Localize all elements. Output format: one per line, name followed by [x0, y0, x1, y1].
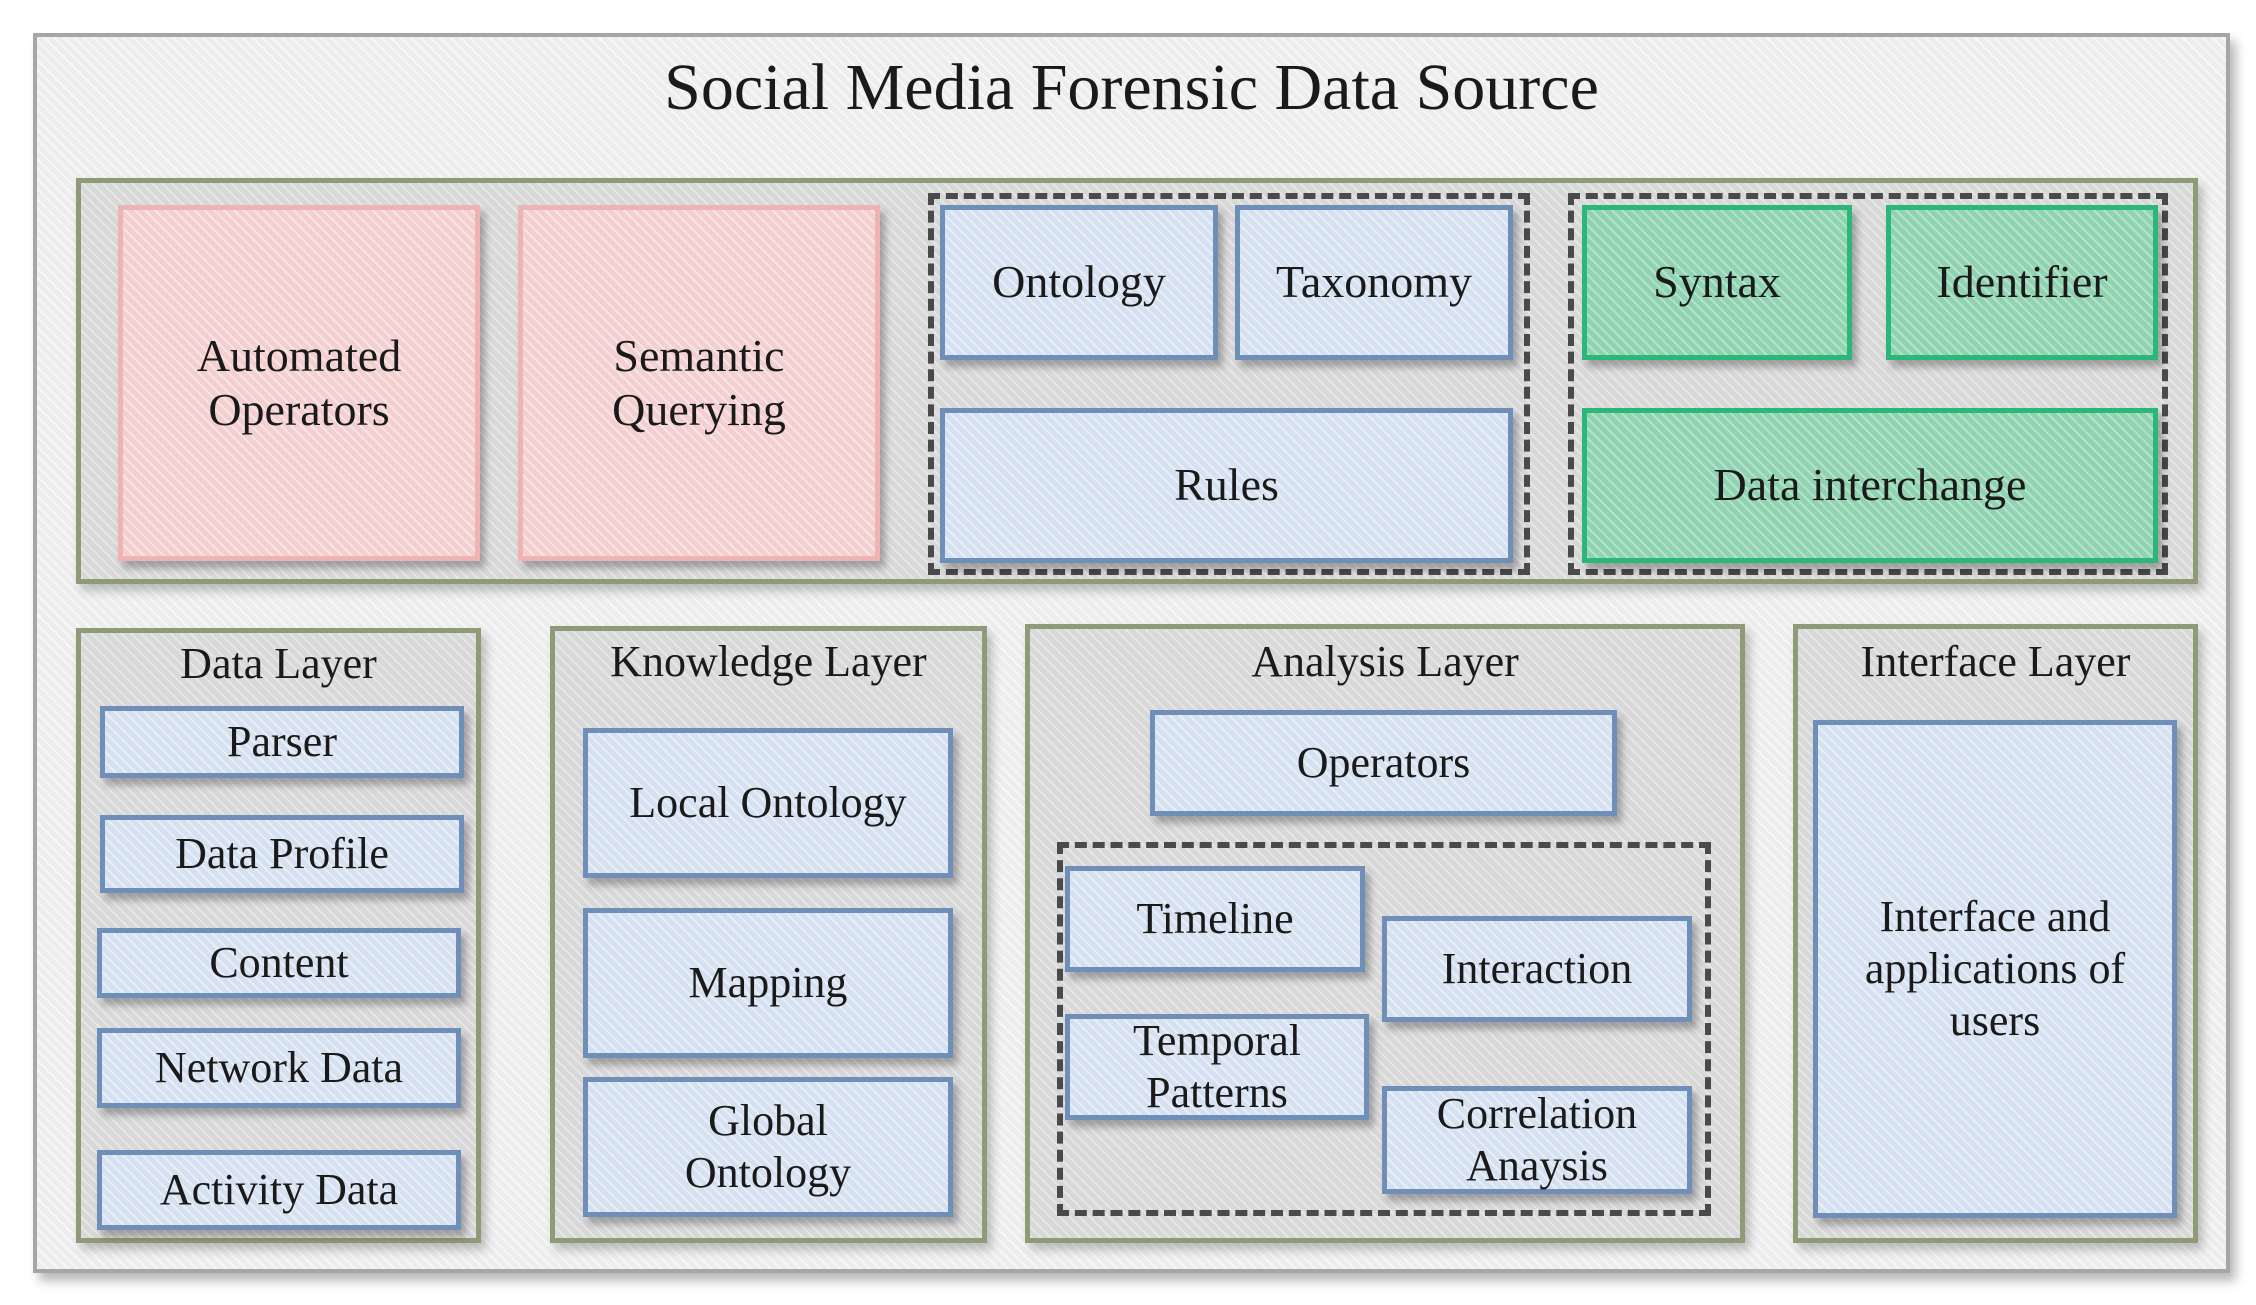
timeline-box: Timeline: [1065, 866, 1365, 972]
knowledge-layer-title: Knowledge Layer: [610, 637, 927, 686]
format-dashed-group: [1568, 193, 2168, 575]
semantic-querying-box: Semantic Querying: [518, 205, 880, 561]
rules-box: Rules: [940, 408, 1513, 563]
mapping-box: Mapping: [583, 908, 953, 1058]
correlation-analysis-box: Correlation Anaysis: [1382, 1086, 1692, 1194]
identifier-box: Identifier: [1886, 205, 2158, 360]
network-data-box: Network Data: [97, 1028, 461, 1108]
global-ontology-box: Global Ontology: [583, 1077, 953, 1217]
interface-layer-title: Interface Layer: [1860, 637, 2131, 686]
interface-applications-box: Interface and applications of users: [1813, 720, 2177, 1218]
content-box: Content: [97, 928, 461, 998]
local-ontology-box: Local Ontology: [583, 728, 953, 878]
parser-box: Parser: [100, 706, 464, 778]
activity-data-box: Activity Data: [97, 1150, 461, 1230]
data-interchange-box: Data interchange: [1582, 408, 2158, 563]
interaction-box: Interaction: [1382, 916, 1692, 1022]
data-layer-title: Data Layer: [180, 639, 377, 688]
operators-box: Operators: [1150, 710, 1617, 816]
analysis-layer-title: Analysis Layer: [1251, 637, 1519, 686]
syntax-box: Syntax: [1582, 205, 1852, 360]
diagram-title: Social Media Forensic Data Source: [664, 51, 1599, 124]
taxonomy-box: Taxonomy: [1235, 205, 1513, 360]
temporal-patterns-box: Temporal Patterns: [1065, 1014, 1369, 1120]
ontology-box: Ontology: [940, 205, 1218, 360]
automated-operators-box: Automated Operators: [118, 205, 480, 561]
data-profile-box: Data Profile: [100, 815, 464, 893]
semantic-web-dashed-group: [928, 193, 1530, 575]
analysis-dashed-group: [1057, 842, 1711, 1216]
